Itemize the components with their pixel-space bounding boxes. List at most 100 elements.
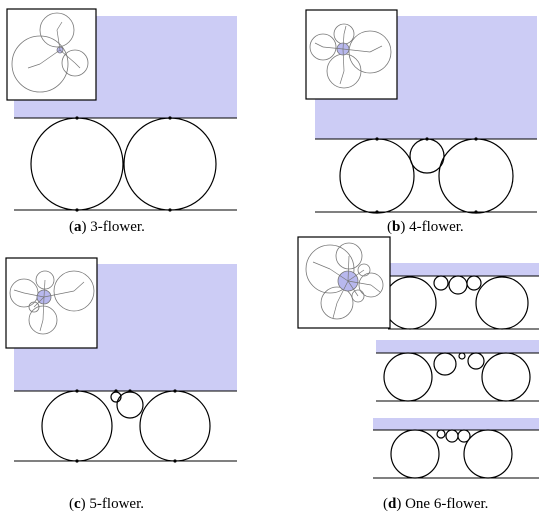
flower-spoke (43, 279, 46, 298)
panel-d-circle (463, 429, 513, 479)
flower-spoke (27, 63, 41, 69)
flower-petal (309, 33, 337, 61)
flower-spoke (347, 280, 359, 297)
panel-c-tangent-point (173, 459, 177, 463)
panel-b-tangent-point (375, 137, 379, 141)
flower-petal (61, 49, 89, 77)
panel-d-row-3 (373, 418, 539, 479)
flower-spoke (342, 48, 345, 72)
panel-c-circle (41, 390, 113, 462)
panel-b-flower (309, 23, 392, 89)
flower-spoke (339, 70, 345, 85)
flower-spoke (347, 269, 365, 282)
flower-spoke (56, 29, 61, 51)
panel-d-circle (436, 429, 446, 439)
panel-d-circle (475, 276, 529, 330)
panel-a-circle (123, 117, 217, 211)
panel-a-tangent-point (75, 208, 79, 212)
flower-spoke (73, 281, 85, 292)
flower-spoke (314, 42, 324, 48)
panel-d-circle (383, 276, 437, 330)
panel-d-circle (445, 429, 459, 443)
panel-b (305, 9, 537, 214)
flower-spoke (42, 296, 45, 321)
flower-spoke (347, 280, 372, 286)
panel-b-tangent-point (425, 137, 429, 141)
panel-a-circle (30, 117, 124, 211)
caption-c-text: 5-flower. (89, 496, 144, 512)
panel-d-row-1 (383, 263, 539, 330)
flower-spoke (347, 255, 350, 282)
panel-c-tangent-point (75, 459, 79, 463)
panel-d-circle (481, 352, 531, 402)
panel-b-circle (409, 138, 445, 174)
panel-c (5, 257, 237, 463)
panel-d-circle (457, 429, 471, 443)
panel-d-circle (458, 352, 466, 360)
panel-b-tangent-point (474, 210, 478, 214)
flower-petal (35, 270, 55, 290)
caption-c: (c) 5-flower. (69, 496, 144, 512)
flower-spoke (342, 48, 371, 53)
panel-a-tangent-point (75, 116, 79, 120)
panel-a-tangent-point (168, 208, 172, 212)
flower-petal (28, 301, 40, 313)
flower-spoke (332, 302, 338, 319)
panel-c-circle (139, 390, 211, 462)
flower-petal (53, 270, 95, 312)
panel-d-circle (448, 275, 468, 295)
panel-d (297, 236, 539, 479)
caption-d-text: One 6-flower. (405, 496, 489, 512)
flower-spoke (343, 25, 347, 35)
flower-petal (348, 30, 392, 74)
flower-petal (11, 35, 69, 93)
flower-petal (39, 12, 75, 48)
panel-d-circle (467, 352, 485, 370)
panel-c-tangent-point (114, 389, 118, 393)
flower-spoke (74, 62, 81, 69)
flower-spoke (43, 290, 75, 298)
flower-spoke (13, 289, 25, 294)
caption-b-text: 4-flower. (409, 219, 464, 235)
flower-petal (28, 305, 58, 335)
flower-petal (305, 244, 355, 294)
caption-a-text: 3-flower. (90, 219, 145, 235)
panel-d-row-2 (376, 340, 539, 402)
caption-a-letter: a (74, 219, 82, 235)
flower-petal (358, 272, 384, 298)
flower-spoke (342, 33, 345, 50)
panel-a-tangent-point (168, 116, 172, 120)
panel-d-flower (305, 242, 384, 320)
panel-d-circle (383, 352, 433, 402)
caption-d: (d) One 6-flower. (383, 496, 489, 512)
panel-c-inset (5, 257, 98, 349)
caption-b: (b) 4-flower. (387, 219, 464, 235)
flower-spoke (370, 284, 381, 293)
panel-d-circle (433, 275, 449, 291)
panel-c-tangent-point (75, 389, 79, 393)
panel-b-circle (438, 138, 514, 214)
flower-spoke (336, 280, 349, 304)
flower-spoke (39, 49, 61, 65)
panel-d-circle (390, 429, 440, 479)
flower-spoke (56, 21, 63, 31)
panel-b-tangent-point (375, 210, 379, 214)
flower-spoke (33, 296, 45, 308)
panel-d-band (373, 418, 539, 430)
panel-b-circle (339, 138, 415, 214)
flower-spoke (23, 292, 45, 298)
panel-c-tangent-point (128, 389, 132, 393)
flower-spoke (312, 261, 331, 270)
caption-c-letter: c (74, 496, 81, 512)
flower-petal (357, 263, 371, 277)
panel-a-inset (6, 8, 97, 101)
panel-d-band (388, 263, 539, 276)
panel-c-flower (9, 270, 95, 335)
flower-petal (335, 242, 363, 270)
panel-a (6, 8, 237, 212)
flower-spoke (369, 45, 383, 53)
panel-d-circle (433, 352, 457, 376)
flower-petal (351, 289, 365, 303)
flower-spoke (329, 268, 349, 282)
panel-b-tangent-point (474, 137, 478, 141)
